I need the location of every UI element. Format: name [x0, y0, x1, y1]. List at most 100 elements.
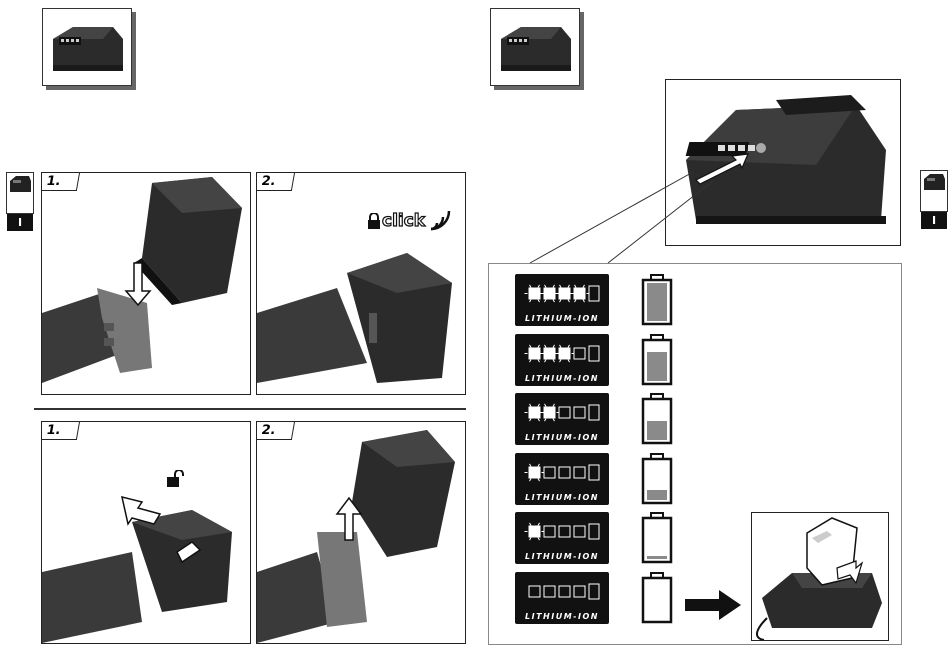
led-lit — [529, 348, 540, 359]
battery-small-icon — [7, 173, 33, 195]
led-glow-ray — [553, 285, 555, 288]
led-glow-ray — [530, 285, 532, 288]
led-lit — [544, 407, 555, 418]
led-lit — [529, 467, 540, 478]
battery-fill — [647, 352, 667, 381]
led-glow-ray — [530, 300, 532, 303]
led-glow-ray — [568, 285, 570, 288]
fuel-gauge-badge: LITHIUM-ION — [515, 453, 609, 505]
click-label: click — [382, 211, 425, 231]
led-glow-ray — [545, 359, 547, 362]
battery-fill — [647, 283, 667, 321]
led-segments-icon — [515, 512, 609, 552]
led-glow-ray — [568, 300, 570, 303]
battery-on-charger-illustration — [752, 513, 888, 640]
led-off — [574, 586, 585, 597]
led-glow-ray — [560, 285, 562, 288]
led-glow-ray — [583, 300, 585, 303]
led-segments-icon — [515, 274, 609, 314]
led-glow-ray — [575, 285, 577, 288]
led-glow-ray — [560, 300, 562, 303]
badge-label: LITHIUM-ION — [515, 612, 609, 621]
led-glow-ray — [538, 404, 540, 407]
arrow-right-icon — [685, 590, 741, 620]
led-off — [559, 586, 570, 597]
led-glow-ray — [560, 344, 562, 347]
led-lit — [574, 288, 585, 299]
section-tab-icon — [6, 172, 34, 214]
led-off — [559, 526, 570, 537]
battery-level-icon — [640, 334, 674, 386]
led-glow-ray — [538, 359, 540, 362]
led-glow-ray — [575, 300, 577, 303]
led-glow-ray — [545, 300, 547, 303]
led-glow-ray — [538, 285, 540, 288]
step-number: 1. — [41, 173, 80, 191]
led-off — [559, 467, 570, 478]
section-divider — [34, 408, 466, 410]
led-lit — [529, 407, 540, 418]
led-off — [559, 407, 570, 418]
led-glow-ray — [538, 463, 540, 466]
led-off — [544, 586, 555, 597]
led-glow-ray — [583, 285, 585, 288]
led-glow-ray — [530, 419, 532, 422]
battery-level-icon — [640, 274, 674, 326]
led-glow-ray — [568, 344, 570, 347]
led-glow-ray — [568, 359, 570, 362]
battery-level-icon — [640, 512, 674, 564]
lock-open-icon — [166, 470, 184, 488]
tool-release-illustration — [42, 422, 250, 643]
led-glow-ray — [530, 463, 532, 466]
battery-thumbnail — [490, 8, 580, 86]
led-lit — [544, 348, 555, 359]
led-glow-ray — [538, 523, 540, 526]
led-glow-ray — [553, 404, 555, 407]
led-glow-ray — [530, 359, 532, 362]
remove-step2-panel: 2. — [256, 421, 466, 644]
led-lit — [529, 288, 540, 299]
battery-fill — [647, 556, 667, 559]
insert-step1-panel: 1. — [41, 172, 251, 395]
tool-insert-illustration — [42, 173, 250, 394]
led-glow-ray — [553, 300, 555, 303]
led-glow-ray — [545, 404, 547, 407]
battery-level-icon — [640, 393, 674, 445]
led-glow-ray — [530, 523, 532, 526]
led-lit — [559, 348, 570, 359]
gauge-button — [589, 346, 599, 361]
gauge-button — [589, 465, 599, 480]
led-glow-ray — [545, 419, 547, 422]
gauge-button — [589, 524, 599, 539]
led-off — [544, 526, 555, 537]
led-lit — [529, 526, 540, 537]
step-number: 1. — [41, 422, 80, 440]
tool-remove-illustration — [257, 422, 465, 643]
led-glow-ray — [545, 344, 547, 347]
led-glow-ray — [560, 359, 562, 362]
fuel-gauge-badge: LITHIUM-ION — [515, 274, 609, 326]
led-segments-icon — [515, 393, 609, 433]
battery-pack-icon — [43, 9, 131, 85]
badge-label: LITHIUM-ION — [515, 314, 609, 323]
charger-panel — [751, 512, 889, 641]
click-indicator: click — [367, 207, 457, 233]
fuel-gauge-badge: LITHIUM-ION — [515, 393, 609, 445]
led-segments-icon — [515, 453, 609, 493]
badge-label: LITHIUM-ION — [515, 493, 609, 502]
led-off — [574, 407, 585, 418]
insert-step2-panel: 2. click — [256, 172, 466, 395]
led-glow-ray — [530, 478, 532, 481]
battery-fill — [647, 421, 667, 440]
led-glow-ray — [538, 419, 540, 422]
led-glow-ray — [553, 419, 555, 422]
fuel-gauge-badge: LITHIUM-ION — [515, 572, 609, 624]
step-number: 2. — [256, 422, 295, 440]
led-off — [574, 526, 585, 537]
led-glow-ray — [538, 538, 540, 541]
led-off — [574, 348, 585, 359]
step-number: 2. — [256, 173, 295, 191]
badge-label: LITHIUM-ION — [515, 552, 609, 561]
led-segments-icon — [515, 334, 609, 374]
battery-thumbnail — [42, 8, 132, 86]
